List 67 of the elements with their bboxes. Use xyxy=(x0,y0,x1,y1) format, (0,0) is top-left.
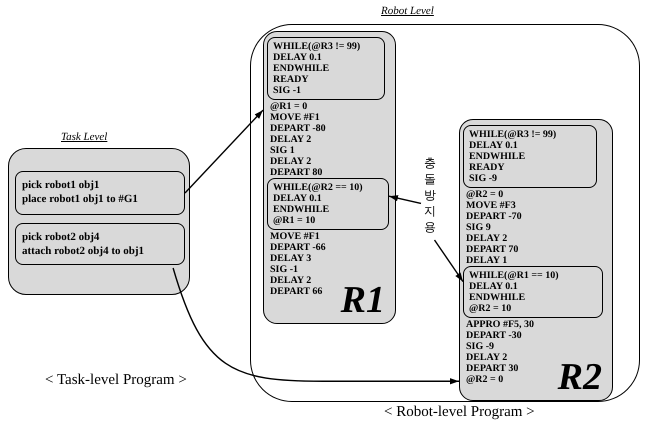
code-line: DEPART 30 xyxy=(466,363,518,374)
code-line: @R2 = 0 xyxy=(466,374,504,385)
code-line: WHILE(@R1 == 10) xyxy=(469,270,559,281)
code-line: pick robot2 obj4 xyxy=(22,230,100,244)
code-line: DELAY 2 xyxy=(270,134,312,145)
task-box xyxy=(15,223,185,265)
code-block-box xyxy=(267,37,385,100)
code-line: DEPART 80 xyxy=(270,167,322,178)
code-line: WHILE(@R3 != 99) xyxy=(273,41,360,52)
arrow xyxy=(184,110,264,194)
code-line: MOVE #F1 xyxy=(270,231,320,242)
code-line: SIG -1 xyxy=(270,264,298,275)
code-line: @R1 = 0 xyxy=(270,101,308,112)
code-line: SIG 9 xyxy=(466,222,491,233)
code-block-box xyxy=(267,178,389,230)
code-line: SIG -1 xyxy=(273,85,302,96)
code-line: @R2 = 0 xyxy=(466,189,504,200)
code-line: DEPART -66 xyxy=(270,242,326,253)
code-line: ENDWHILE xyxy=(273,63,330,74)
code-line: DEPART -70 xyxy=(466,211,522,222)
code-line: DELAY 2 xyxy=(270,275,312,286)
code-line: DEPART 66 xyxy=(270,286,322,297)
code-line: DEPART -30 xyxy=(466,330,522,341)
code-line: WHILE(@R2 == 10) xyxy=(273,182,363,193)
code-line: place robot1 obj1 to #G1 xyxy=(22,192,138,206)
program-box xyxy=(459,119,613,401)
arrow xyxy=(172,268,459,384)
level-heading: Task Level xyxy=(61,131,108,143)
code-line: MOVE #F3 xyxy=(466,200,516,211)
code-line: ENDWHILE xyxy=(273,204,330,215)
code-line: DELAY 2 xyxy=(466,352,508,363)
code-line: attach robot2 obj4 to obj1 xyxy=(22,244,144,258)
code-line: DEPART -80 xyxy=(270,123,326,134)
level-heading: Robot Level xyxy=(381,5,434,17)
robot-label: R2 xyxy=(558,358,602,396)
code-line: DELAY 1 xyxy=(466,255,508,266)
code-line: ENDWHILE xyxy=(469,151,526,162)
code-line: @R2 = 10 xyxy=(469,303,512,314)
program-box xyxy=(263,31,396,324)
code-block-box xyxy=(463,125,597,188)
arrow xyxy=(434,240,464,282)
code-block-box xyxy=(463,266,603,318)
code-line: MOVE #F1 xyxy=(270,112,320,123)
code-line: READY xyxy=(273,74,309,85)
code-line: DELAY 0.1 xyxy=(273,193,322,204)
code-line: DEPART 70 xyxy=(466,244,518,255)
caption: < Robot-level Program > xyxy=(384,404,535,421)
code-line: WHILE(@R3 != 99) xyxy=(469,129,556,140)
code-line: READY xyxy=(469,162,505,173)
code-line: APPRO #F5, 30 xyxy=(466,319,534,330)
code-line: DELAY 2 xyxy=(466,233,508,244)
arrow xyxy=(388,195,422,204)
code-line: SIG 1 xyxy=(270,145,295,156)
code-line: DELAY 0.1 xyxy=(469,281,518,292)
code-line: SIG -9 xyxy=(469,173,498,184)
code-line: DELAY 2 xyxy=(270,156,312,167)
code-line: SIG -9 xyxy=(466,341,494,352)
code-line: DELAY 3 xyxy=(270,253,312,264)
code-line: pick robot1 obj1 xyxy=(22,178,100,192)
task-box xyxy=(15,171,185,215)
caption: < Task-level Program > xyxy=(45,372,187,389)
code-line: DELAY 0.1 xyxy=(469,140,518,151)
code-line: ENDWHILE xyxy=(469,292,526,303)
code-line: DELAY 0.1 xyxy=(273,52,322,63)
robot-label: R1 xyxy=(340,281,385,319)
vertical-note: 충돌 방지 용 xyxy=(421,153,439,237)
code-line: @R1 = 10 xyxy=(273,215,316,226)
